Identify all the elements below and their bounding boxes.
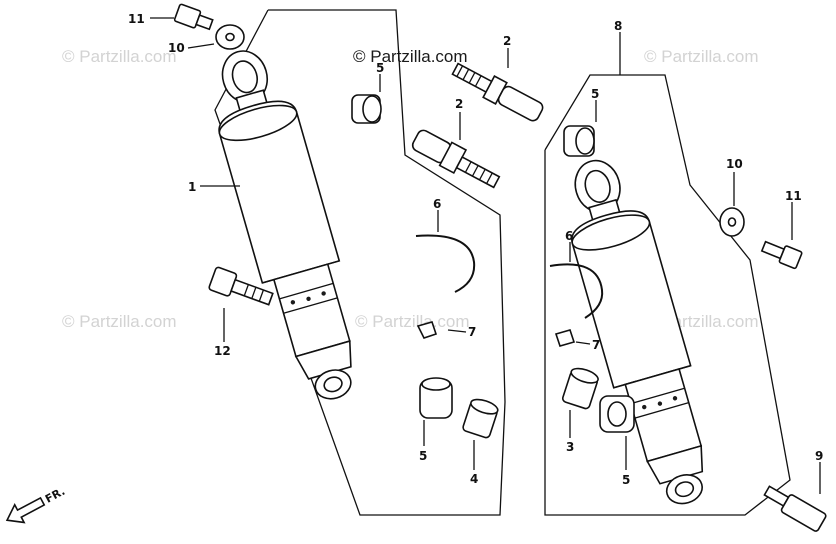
stud-2-lower: [411, 129, 501, 189]
bolt-12: [208, 266, 274, 306]
bushing-5-upper-left: [351, 94, 382, 124]
watermark-top-left: © Partzilla.com: [62, 47, 177, 66]
bushing-5-lower-left: [419, 377, 453, 419]
forward-label: FR.: [43, 485, 67, 506]
collar-3: [561, 367, 599, 410]
washer-10-left: [215, 24, 245, 50]
callout-5-upper-left: 5: [376, 61, 384, 75]
callout-7-left: 7: [468, 325, 476, 339]
bushing-5-lower-right: [599, 395, 635, 433]
collar-4: [462, 398, 499, 439]
shock-absorber-right: [571, 159, 704, 505]
plate-7-left: [416, 321, 438, 339]
bushing-5-upper-right: [563, 125, 595, 157]
callout-8: 8: [614, 19, 622, 33]
stud-2-upper: [451, 62, 544, 122]
arrow-icon: [5, 496, 46, 524]
stud-9: [763, 485, 827, 532]
callout-7-right: 7: [592, 338, 600, 352]
callout-1: 1: [188, 180, 196, 194]
callout-5-lower-left: 5: [419, 449, 427, 463]
watermark-mid-center: © Partzilla.com: [355, 312, 470, 331]
callout-2-lower: 2: [455, 97, 463, 111]
bolt-11-right: [760, 240, 803, 270]
callout-5-lower-right: 5: [622, 473, 630, 487]
callout-2-upper: 2: [503, 34, 511, 48]
plate-7-right: [554, 329, 576, 347]
callout-12: 12: [214, 344, 231, 358]
watermark-main: © Partzilla.com: [353, 47, 468, 66]
callout-6-left: 6: [433, 197, 441, 211]
assembly-outline-right: [544, 74, 791, 516]
callout-9: 9: [815, 449, 823, 463]
callout-10-right: 10: [726, 157, 743, 171]
callout-11-left: 11: [128, 12, 145, 26]
bolt-11-left: [173, 3, 214, 31]
watermark-mid-left: © Partzilla.com: [62, 312, 177, 331]
washer-10-right: [719, 207, 745, 237]
clip-6-right: [549, 263, 604, 319]
watermark-top-right: © Partzilla.com: [644, 47, 759, 66]
callout-4: 4: [470, 472, 478, 486]
callout-11-right: 11: [785, 189, 802, 203]
callout-6-right: 6: [565, 229, 573, 243]
shock-absorber-left: [218, 50, 352, 400]
clip-6-left: [415, 234, 476, 293]
forward-direction-arrow: FR.: [5, 485, 67, 524]
leader-lines: [150, 17, 821, 494]
callout-3: 3: [566, 440, 574, 454]
callout-5-upper-right: 5: [591, 87, 599, 101]
callout-10-left: 10: [168, 41, 185, 55]
